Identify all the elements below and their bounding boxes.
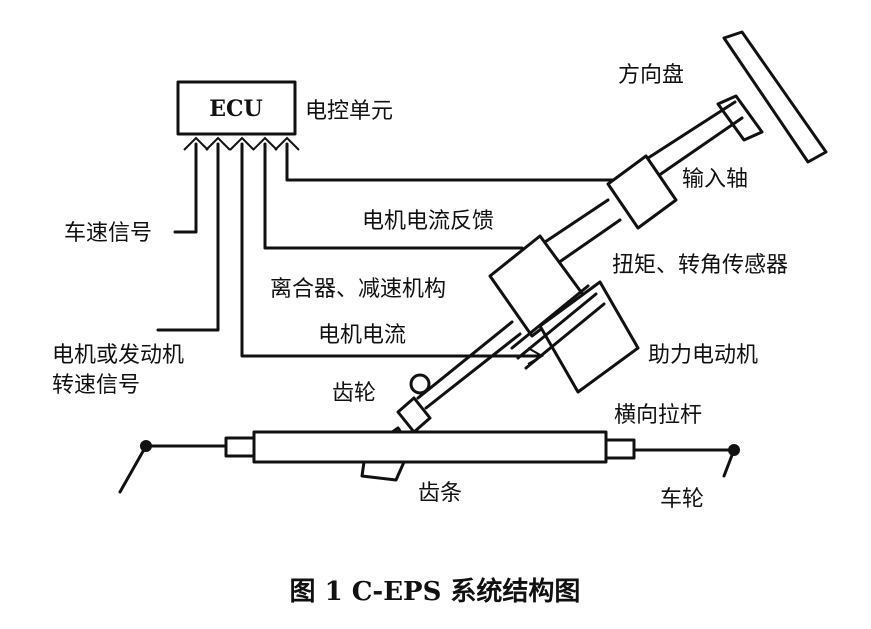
ecu-box [176, 80, 297, 136]
clutch-reducer-label: 离合器、减速机构 [270, 277, 446, 302]
tie-rod-label: 横向拉杆 [614, 403, 702, 428]
wheel-label: 车轮 [660, 487, 704, 512]
ecu-unit-label: 电控单元 [305, 99, 393, 124]
input-shaft-label: 输入轴 [682, 167, 748, 192]
signal-lines [156, 136, 617, 365]
steering-wheel [716, 30, 828, 164]
gear-label: 齿轮 [332, 381, 376, 406]
rack-label: 齿条 [418, 481, 462, 506]
rack-assembly [118, 430, 740, 494]
engine-speed-signal-label-1: 电机或发动机 [52, 343, 184, 368]
ecu-box-text: ECU [209, 96, 262, 122]
torque-sensor-housing [606, 154, 678, 230]
torque-angle-sensor-label: 扭矩、转角传感器 [612, 253, 788, 278]
intermediate-shaft [409, 320, 522, 410]
steering-wheel-label: 方向盘 [618, 63, 684, 88]
assist-motor-label: 助力电动机 [648, 343, 758, 368]
figure-caption: 图 1 C-EPS 系统结构图 [290, 576, 581, 607]
vehicle-speed-signal-label: 车速信号 [64, 221, 152, 246]
engine-speed-signal-label-2: 转速信号 [52, 373, 140, 398]
motor-current-feedback-label: 电机电流反馈 [362, 209, 494, 234]
motor-current-label: 电机电流 [318, 323, 406, 348]
assist-motor [488, 234, 640, 394]
